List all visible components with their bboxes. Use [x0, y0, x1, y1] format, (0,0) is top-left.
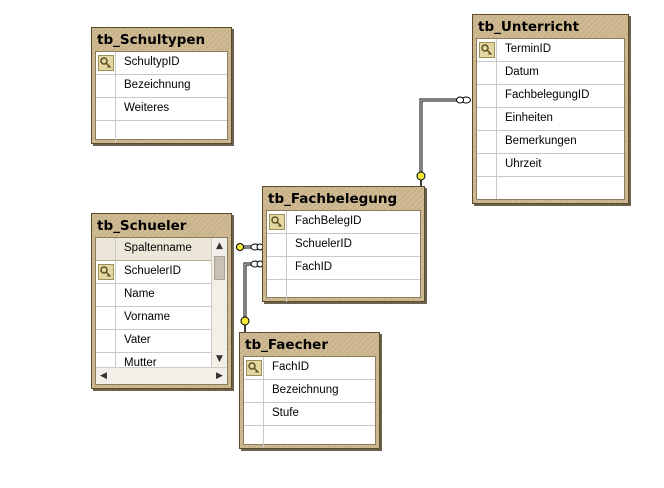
column-name: Bezeichnung	[124, 79, 191, 91]
column-name: Mutter	[124, 357, 157, 369]
scroll-down-arrow-icon[interactable]: ▼	[216, 354, 223, 364]
table-columns: SchultypID Bezeichnung Weiteres	[95, 51, 228, 143]
table-title: tb_Faecher	[245, 337, 328, 353]
table-title: tb_Schueler	[97, 218, 187, 234]
primary-key-icon	[269, 214, 285, 230]
column-name: SchultypID	[124, 56, 180, 68]
column-name: Stufe	[272, 407, 299, 419]
scroll-left-arrow-icon[interactable]: ◀	[100, 371, 107, 381]
table-tb-schueler[interactable]: tb_Schueler Spaltenname SchuelerID Name …	[91, 213, 232, 389]
table-tb-schultypen[interactable]: tb_Schultypen SchultypID Bezeichnung Wei…	[91, 27, 232, 144]
column-row[interactable]: Uhrzeit	[477, 154, 624, 177]
column-row[interactable]: TerminID	[477, 39, 624, 62]
column-name: Uhrzeit	[505, 158, 542, 170]
table-tb-fachbelegung[interactable]: tb_Fachbelegung FachBelegID SchuelerID F…	[262, 186, 425, 302]
column-header-label: Spaltenname	[124, 242, 192, 254]
column-row[interactable]: FachbelegungID	[477, 85, 624, 108]
primary-key-icon	[98, 55, 114, 71]
column-row[interactable]: Bezeichnung	[244, 380, 375, 403]
column-name: Datum	[505, 66, 539, 78]
column-name: SchuelerID	[124, 265, 181, 277]
column-row[interactable]: SchuelerID	[96, 261, 211, 284]
table-columns: Spaltenname SchuelerID Name Vorname Vate…	[95, 237, 228, 385]
empty-row	[244, 426, 375, 449]
empty-row	[477, 177, 624, 200]
primary-key-icon	[98, 264, 114, 280]
primary-key-icon	[246, 360, 262, 376]
column-name: FachID	[295, 261, 333, 273]
relationship-faecher-fachbelegung[interactable]	[240, 260, 264, 332]
column-name: Vater	[124, 334, 151, 346]
column-name: FachID	[272, 361, 310, 373]
relationship-schueler-fachbelegung[interactable]	[236, 243, 264, 251]
scroll-up-arrow-icon[interactable]: ▲	[216, 241, 223, 251]
column-name: Name	[124, 288, 155, 300]
column-name: Bezeichnung	[272, 384, 339, 396]
primary-key-icon	[479, 42, 495, 58]
column-name: Weiteres	[124, 102, 170, 114]
table-title: tb_Unterricht	[478, 19, 580, 35]
column-name: Bemerkungen	[505, 135, 577, 147]
table-tb-unterricht[interactable]: tb_Unterricht TerminID Datum Fachbelegun…	[472, 14, 629, 204]
horizontal-scrollbar[interactable]: ◀ ▶	[96, 367, 227, 384]
column-row[interactable]: Datum	[477, 62, 624, 85]
column-row[interactable]: Name	[96, 284, 211, 307]
empty-row	[267, 280, 420, 303]
column-row[interactable]: Bemerkungen	[477, 131, 624, 154]
scroll-right-arrow-icon[interactable]: ▶	[216, 371, 223, 381]
column-name: FachbelegungID	[505, 89, 590, 101]
table-columns: FachID Bezeichnung Stufe	[243, 356, 376, 448]
column-row[interactable]: FachBelegID	[267, 211, 420, 234]
column-name: SchuelerID	[295, 238, 352, 250]
empty-row	[96, 121, 227, 144]
column-row[interactable]: FachID	[244, 357, 375, 380]
column-row[interactable]: FachID	[267, 257, 420, 280]
column-row[interactable]: Weiteres	[96, 98, 227, 121]
column-row[interactable]: Vorname	[96, 307, 211, 330]
column-name: FachBelegID	[295, 215, 362, 227]
table-columns: FachBelegID SchuelerID FachID	[266, 210, 421, 302]
column-row[interactable]: Bezeichnung	[96, 75, 227, 98]
column-name: TerminID	[505, 43, 552, 55]
table-title: tb_Schultypen	[97, 32, 206, 48]
column-header[interactable]: Spaltenname	[96, 238, 211, 261]
vertical-scrollbar[interactable]: ▲ ▼	[211, 238, 227, 367]
table-tb-faecher[interactable]: tb_Faecher FachID Bezeichnung Stufe	[239, 332, 380, 449]
column-row[interactable]: SchuelerID	[267, 234, 420, 257]
relationship-fachbelegung-unterricht[interactable]	[416, 96, 471, 186]
table-title: tb_Fachbelegung	[268, 191, 398, 207]
column-row[interactable]: Vater	[96, 330, 211, 353]
column-row[interactable]: Mutter	[96, 353, 211, 370]
column-row[interactable]: SchultypID	[96, 52, 227, 75]
scroll-thumb[interactable]	[214, 256, 225, 280]
table-columns: TerminID Datum FachbelegungID Einheiten …	[476, 38, 625, 200]
column-row[interactable]: Stufe	[244, 403, 375, 426]
column-name: Vorname	[124, 311, 171, 323]
column-row[interactable]: Einheiten	[477, 108, 624, 131]
column-name: Einheiten	[505, 112, 553, 124]
